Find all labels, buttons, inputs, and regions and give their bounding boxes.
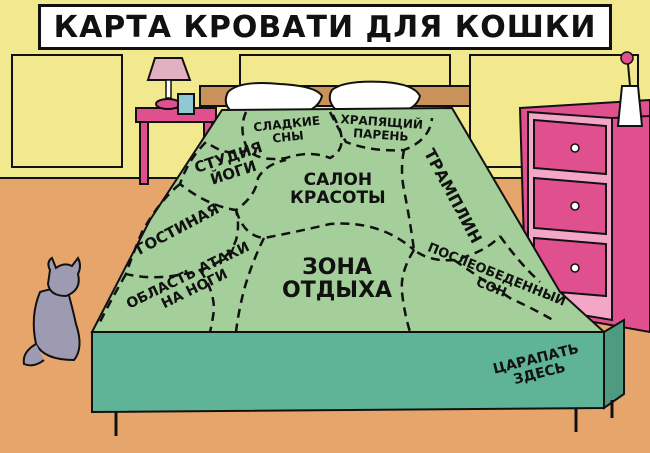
- page-title: КАРТА КРОВАТИ ДЛЯ КОШКИ: [53, 9, 597, 45]
- water-glass-icon: [177, 93, 195, 115]
- zone-rest-area: ЗОНА ОТДЫХА: [282, 255, 393, 304]
- lamp-icon: [146, 57, 192, 110]
- flower-vase-icon: [616, 51, 644, 127]
- zone-beauty-salon: САЛОН КРАСОТЫ: [290, 170, 386, 208]
- cat-icon: [22, 256, 81, 367]
- title-banner: КАРТА КРОВАТИ ДЛЯ КОШКИ: [38, 4, 612, 50]
- wall-panel-left: [11, 54, 123, 168]
- zone-borders: [98, 109, 557, 333]
- dresser: [518, 98, 650, 334]
